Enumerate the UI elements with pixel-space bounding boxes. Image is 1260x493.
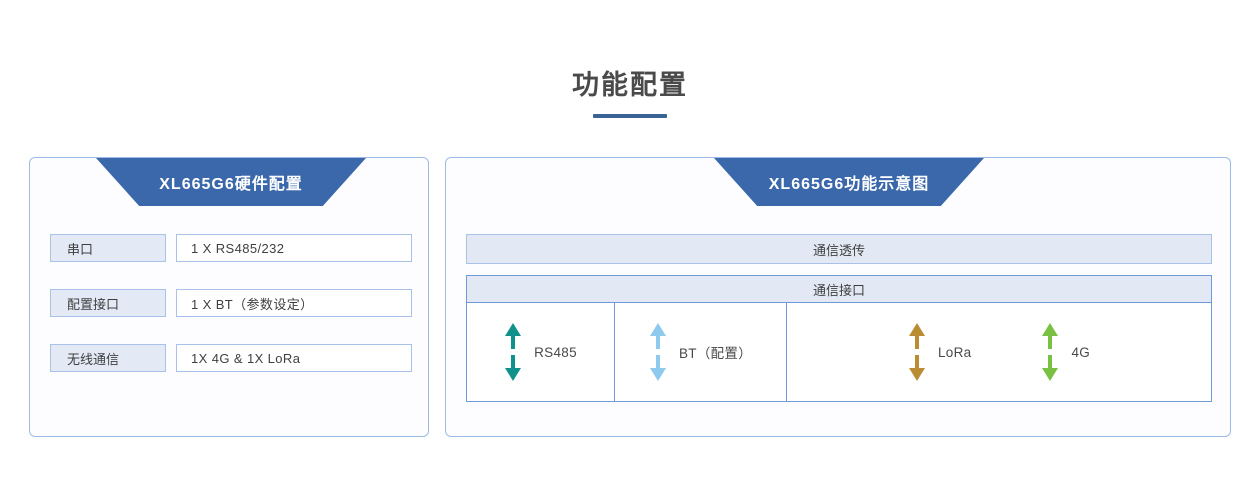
interface-cell-rs485: RS485 [467, 303, 615, 401]
spec-key-serial: 串口 [50, 234, 166, 262]
spec-key-wireless: 无线通信 [50, 344, 166, 372]
interface-cells-row: RS485 BT（配置） [467, 303, 1211, 401]
port-label-rs485: RS485 [534, 344, 577, 360]
interface-cell-bt: BT（配置） [615, 303, 787, 401]
spec-value-serial: 1 X RS485/232 [176, 234, 412, 262]
title-underline-rule [593, 114, 667, 118]
port-label-lora: LoRa [937, 344, 972, 360]
spec-value-wireless: 1X 4G & 1X LoRa [176, 344, 412, 372]
port-rs485: RS485 [504, 323, 577, 381]
page-title-block: 功能配置 [0, 68, 1260, 118]
communication-interface-bar: 通信接口 [467, 276, 1211, 303]
transparent-transmission-bar: 通信透传 [466, 234, 1212, 264]
hardware-config-panel: XL665G6硬件配置 串口 1 X RS485/232 配置接口 1 X BT… [29, 157, 429, 437]
port-label-4g: 4G [1071, 344, 1091, 360]
hardware-spec-list: 串口 1 X RS485/232 配置接口 1 X BT（参数设定） 无线通信 … [50, 234, 412, 372]
page-title: 功能配置 [572, 70, 688, 100]
function-diagram-banner: XL665G6功能示意图 [714, 158, 984, 206]
spec-row: 串口 1 X RS485/232 [50, 234, 412, 262]
double-arrow-icon [1041, 323, 1059, 381]
spec-value-config-port: 1 X BT（参数设定） [176, 289, 412, 317]
double-arrow-icon [908, 323, 926, 381]
port-lora: LoRa [908, 323, 971, 381]
port-label-bt: BT（配置） [678, 346, 753, 361]
function-diagram: 通信透传 通信接口 RS485 [466, 234, 1212, 402]
port-bt: BT（配置） [649, 323, 752, 381]
spec-row: 配置接口 1 X BT（参数设定） [50, 289, 412, 317]
spec-key-config-port: 配置接口 [50, 289, 166, 317]
hardware-config-banner-label: XL665G6硬件配置 [159, 176, 303, 193]
function-diagram-panel: XL665G6功能示意图 通信透传 通信接口 RS485 [445, 157, 1231, 437]
communication-interface-block: 通信接口 RS485 [466, 275, 1212, 402]
function-diagram-banner-label: XL665G6功能示意图 [768, 176, 930, 193]
interface-cell-wireless: LoRa 4G [787, 303, 1211, 401]
double-arrow-icon [649, 323, 667, 381]
double-arrow-icon [504, 323, 522, 381]
port-4g: 4G [1041, 323, 1090, 381]
spec-row: 无线通信 1X 4G & 1X LoRa [50, 344, 412, 372]
hardware-config-banner: XL665G6硬件配置 [96, 158, 366, 206]
